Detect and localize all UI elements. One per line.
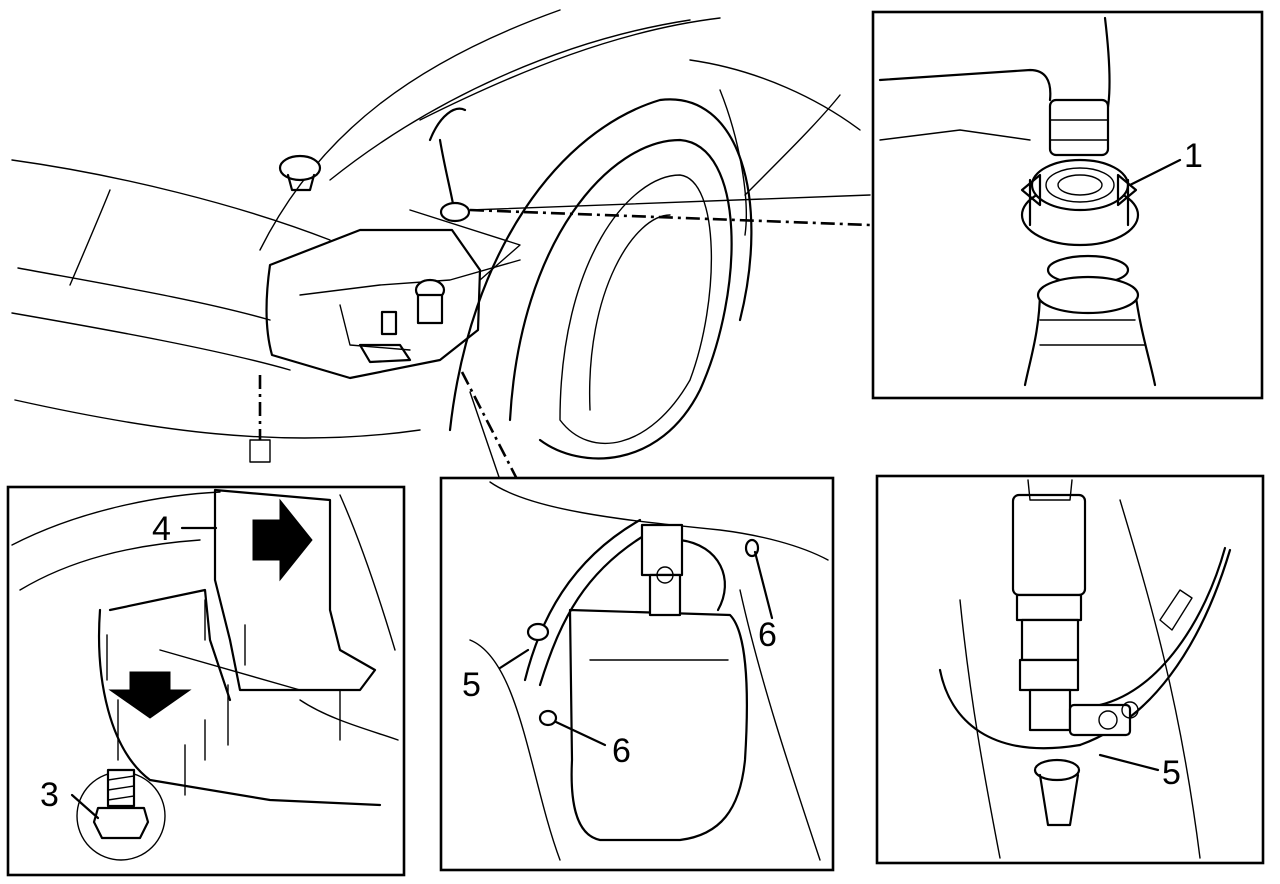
detail-panel-pump-connector: 5 xyxy=(875,474,1265,865)
callout-6-lower: 6 xyxy=(612,732,631,770)
callout-1: 1 xyxy=(1184,137,1203,175)
callout-6-upper: 6 xyxy=(758,616,777,654)
callout-5-center: 5 xyxy=(462,666,481,704)
detail-panel-filler-connection: 1 xyxy=(871,10,1264,400)
callout-4: 4 xyxy=(152,510,171,548)
detail-panel-reservoir-mounting: 5 6 6 xyxy=(439,476,835,872)
callout-5-right: 5 xyxy=(1162,754,1181,792)
callout-3: 3 xyxy=(40,776,59,814)
detail-panel-splash-shield: 3 4 xyxy=(6,485,406,877)
main-car-view xyxy=(11,9,871,486)
